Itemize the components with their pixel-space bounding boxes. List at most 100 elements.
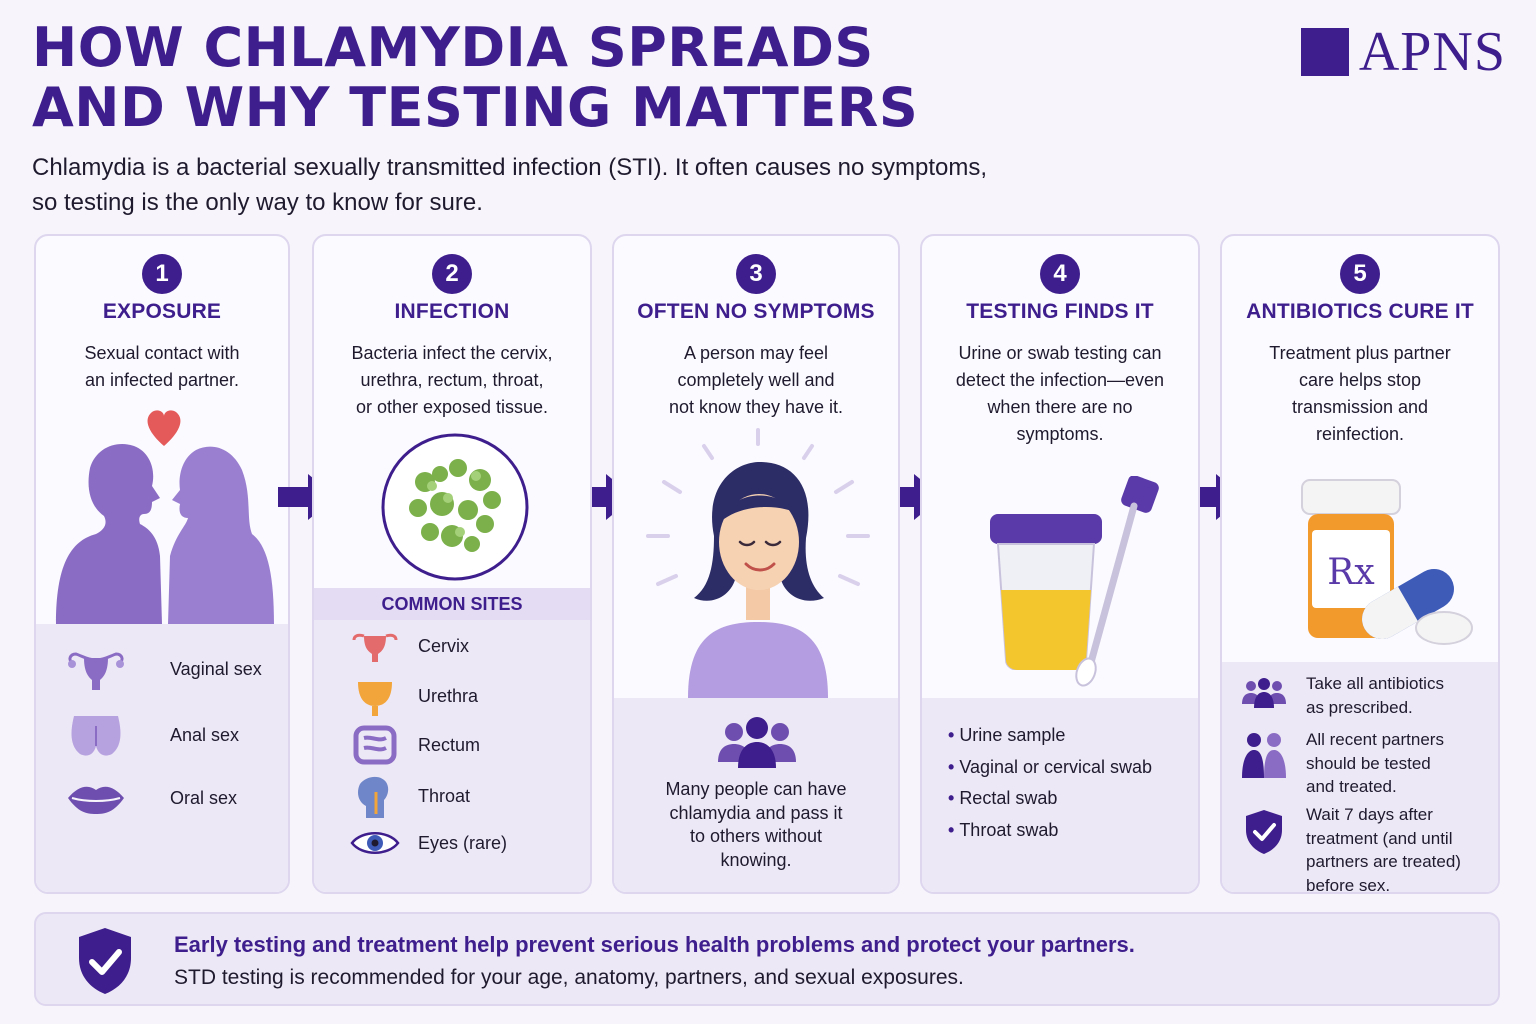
uterus-icon — [68, 652, 124, 690]
calm-person-icon — [646, 428, 870, 698]
instruction-item: Wait 7 days after treatment (and until p… — [1306, 803, 1461, 894]
common-sites-heading: COMMON SITES — [314, 588, 590, 620]
note-line: Many people can have — [665, 779, 847, 799]
desc-line: A person may feel — [683, 343, 829, 363]
list-item-label: Oral sex — [170, 787, 238, 808]
desc-line: detect the infection—even — [955, 370, 1165, 390]
instruction-item: Take all antibiotics as prescribed. — [1306, 672, 1444, 719]
list-item-label: Eyes (rare) — [418, 832, 508, 853]
step-description: Urine or swab testing can detect the inf… — [932, 340, 1188, 448]
banner-headline: Early testing and treatment help prevent… — [174, 932, 1135, 957]
list-item: Eyes (rare) — [350, 828, 507, 858]
step-card-infection: COMMON SITES 2 INFECTION Bacteria infect… — [312, 234, 592, 894]
desc-line: Urine or swab testing can — [958, 343, 1162, 363]
desc-line: urethra, rectum, throat, — [360, 370, 544, 390]
shield-check-icon — [79, 928, 131, 994]
instruction-line: as prescribed. — [1306, 697, 1413, 717]
list-item-label: Urethra — [418, 685, 479, 706]
step-number: 4 — [1040, 254, 1080, 294]
note-line: knowing. — [720, 849, 792, 870]
instruction-line: treatment (and until — [1306, 828, 1453, 848]
intro-line-2: so testing is the only way to know for s… — [32, 189, 483, 216]
banner-subtext: STD testing is recommended for your age,… — [174, 966, 964, 989]
title-line-2: AND WHY TESTING MATTERS — [32, 76, 919, 139]
list-item-label: Anal sex — [170, 724, 240, 745]
instruction-line: Wait 7 days after — [1306, 805, 1433, 824]
intro-text: Chlamydia is a bacterial sexually transm… — [32, 150, 1132, 220]
instruction-line: partners are treated) — [1306, 852, 1461, 871]
step-title: INFECTION — [394, 300, 510, 323]
urethra-icon — [358, 682, 392, 716]
logo-square-icon — [1300, 28, 1349, 76]
urine-cup-icon — [990, 514, 1102, 670]
step-description: A person may feel completely well and no… — [624, 340, 888, 421]
title-line-1: HOW CHLAMYDIA SPREADS — [32, 16, 874, 79]
group-icon — [718, 717, 796, 768]
desc-line: or other exposed tissue. — [355, 397, 549, 417]
bottom-banner: Early testing and treatment help prevent… — [34, 912, 1500, 1006]
list-item: Vaginal sex — [66, 646, 262, 692]
note-line: to others without — [689, 826, 823, 846]
heart-icon — [147, 410, 181, 446]
partners-icon — [1242, 733, 1286, 778]
couple-silhouette-icon — [56, 410, 274, 624]
step-title: ANTIBIOTICS CURE IT — [1246, 300, 1474, 323]
logo-text: APNS — [1358, 21, 1506, 83]
eye-icon — [350, 832, 400, 854]
list-item: Rectum — [350, 724, 480, 766]
step-number: 2 — [432, 254, 472, 294]
step-card-no-symptoms: 3 OFTEN NO SYMPTOMS A person may feel co… — [612, 234, 900, 894]
desc-line: an infected partner. — [84, 370, 240, 390]
desc-line: transmission and — [1291, 397, 1429, 417]
cervix-icon — [352, 633, 398, 662]
instruction-item: All recent partners should be tested and… — [1306, 728, 1444, 799]
step-title: TESTING FINDS IT — [966, 300, 1154, 323]
desc-line: Bacteria infect the cervix, — [351, 343, 553, 363]
list-item: Throat — [350, 774, 470, 818]
pill-bottle-icon: Rx — [1301, 479, 1473, 645]
desc-line: not know they have it. — [668, 397, 844, 417]
instruction-line: All recent partners — [1306, 730, 1444, 749]
intro-line-1: Chlamydia is a bacterial sexually transm… — [32, 154, 988, 181]
list-item: Oral sex — [66, 778, 237, 818]
desc-line: symptoms. — [1016, 424, 1104, 444]
bacteria-icon — [381, 433, 529, 581]
list-item: Urethra — [350, 676, 478, 716]
list-item-label: Cervix — [418, 635, 470, 656]
desc-line: Treatment plus partner — [1269, 343, 1451, 363]
exposure-panel — [36, 624, 288, 892]
step-number: 1 — [142, 254, 182, 294]
list-item: Vaginal or cervical swab — [948, 752, 1152, 784]
list-item: Throat swab — [948, 815, 1152, 847]
list-item-label: Rectum — [418, 734, 481, 755]
group-icon — [1242, 678, 1286, 708]
instruction-line: before sex. — [1306, 875, 1391, 894]
step-title: OFTEN NO SYMPTOMS — [637, 300, 875, 323]
rx-label: Rx — [1327, 552, 1374, 593]
swab-icon — [1075, 476, 1159, 687]
list-item: Anal sex — [66, 712, 239, 758]
instruction-line: and treated. — [1306, 777, 1397, 796]
symptoms-note: Many people can have chlamydia and pass … — [624, 778, 888, 872]
list-item: Cervix — [350, 628, 469, 664]
step-card-antibiotics: 5 ANTIBIOTICS CURE IT Treatment plus par… — [1220, 234, 1500, 894]
list-item: Rectal swab — [948, 783, 1152, 815]
instruction-line: should be tested — [1306, 753, 1431, 773]
note-line: chlamydia and pass it — [669, 802, 843, 823]
step-title: EXPOSURE — [102, 300, 222, 323]
page-title: HOW CHLAMYDIA SPREADS AND WHY TESTING MA… — [32, 18, 918, 138]
shield-check-icon — [1246, 810, 1282, 854]
buttocks-icon — [71, 716, 121, 756]
list-item-label: Throat — [418, 785, 471, 806]
apns-logo: APNS — [1300, 21, 1506, 83]
lips-icon — [68, 786, 124, 814]
desc-line: when there are no — [987, 397, 1133, 417]
step-number: 3 — [736, 254, 776, 294]
throat-icon — [358, 776, 389, 818]
step-number: 5 — [1340, 254, 1380, 294]
desc-line: reinfection. — [1315, 424, 1405, 444]
desc-line: Sexual contact with — [84, 343, 240, 363]
step-description: Treatment plus partner care helps stop t… — [1232, 340, 1488, 448]
step-description: Bacteria infect the cervix, urethra, rec… — [324, 340, 580, 421]
step-card-testing: 4 TESTING FINDS IT Urine or swab testing… — [920, 234, 1200, 894]
